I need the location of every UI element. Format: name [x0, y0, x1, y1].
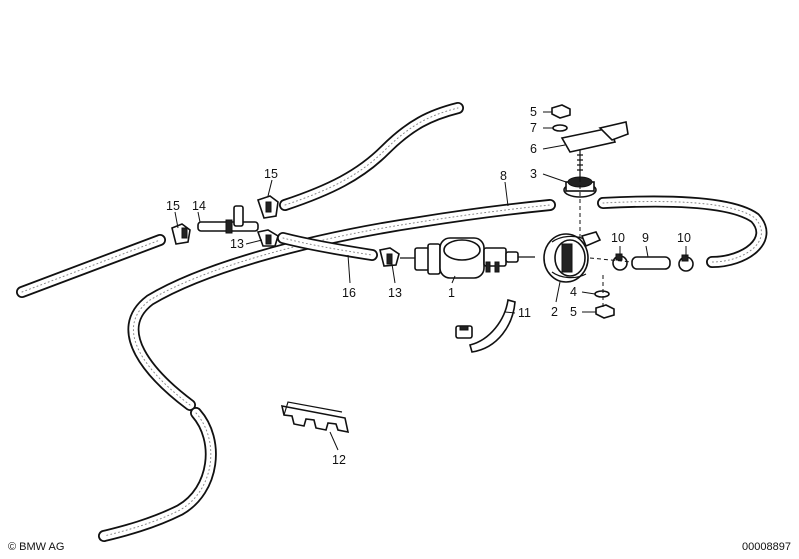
callout-1: 1 [448, 286, 455, 300]
callout-9: 9 [642, 231, 649, 245]
hose-left-lower [16, 234, 166, 298]
callout-8: 8 [500, 169, 507, 183]
hose-clamp-10-right [678, 254, 694, 272]
callout-10: 10 [611, 231, 625, 245]
t-connector-14 [197, 205, 259, 234]
callout-10: 10 [677, 231, 691, 245]
bracket-2 [543, 231, 602, 283]
bracket-plate-6 [560, 121, 629, 153]
hose-8-main [127, 199, 556, 411]
diagram-id: 00008897 [742, 541, 791, 553]
hose-clamp-13-right [379, 247, 400, 267]
nut-5-top [551, 104, 571, 119]
hose-clamp-15-right [256, 195, 279, 219]
callout-11: 11 [518, 306, 531, 320]
callout-13: 13 [388, 286, 402, 300]
hose-8-right [597, 195, 768, 268]
copyright-notice: © BMW AG [8, 541, 65, 553]
hose-clamp-13-left [256, 229, 279, 247]
callout-labels: 15 14 15 13 16 13 1 8 5 7 6 3 10 9 10 2 … [166, 105, 691, 467]
callout-6: 6 [530, 142, 537, 156]
hose-upper-curved [279, 102, 464, 211]
callout-12: 12 [332, 453, 346, 467]
nut-5-bottom [595, 304, 615, 319]
callout-14: 14 [192, 199, 206, 213]
washer-4 [594, 290, 610, 298]
callout-4: 4 [570, 285, 577, 299]
callout-7: 7 [530, 121, 537, 135]
hose-9 [631, 256, 671, 270]
callout-5: 5 [570, 305, 577, 319]
callout-15: 15 [166, 199, 180, 213]
callout-16: 16 [342, 286, 356, 300]
holder-clip-12 [280, 401, 350, 434]
callout-3: 3 [530, 167, 537, 181]
callout-15: 15 [264, 167, 278, 181]
strap-11 [455, 298, 516, 353]
alignment-line [589, 257, 633, 263]
hose-clamp-15-left [171, 223, 191, 245]
callout-13: 13 [230, 237, 244, 251]
valve-1 [400, 237, 535, 279]
hose-16 [277, 232, 378, 261]
callout-2: 2 [551, 305, 558, 319]
callout-5: 5 [530, 105, 537, 119]
hose-bottom-left [98, 407, 217, 542]
washer-7 [552, 124, 568, 132]
hose-clamp-10-left [612, 253, 628, 271]
leader-lines [174, 111, 687, 451]
